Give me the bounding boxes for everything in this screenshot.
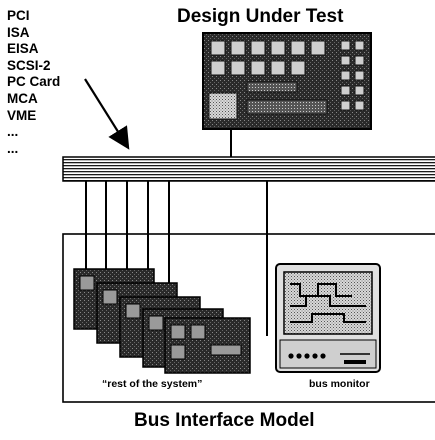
waveform-traces bbox=[290, 283, 366, 323]
rest-of-system-boards bbox=[73, 268, 251, 374]
bus-standard-item: VME bbox=[7, 107, 37, 123]
bus-monitor-caption: bus monitor bbox=[309, 378, 370, 390]
monitor-knobs bbox=[288, 353, 326, 359]
monitor-screen bbox=[283, 271, 373, 335]
bus-monitor bbox=[275, 263, 381, 373]
bus-standard-item: ... bbox=[7, 124, 19, 140]
system-bus bbox=[62, 156, 435, 182]
design-under-test-board bbox=[202, 32, 372, 130]
bus-standard-item: SCSI-2 bbox=[7, 57, 51, 73]
bus-interface-model-box bbox=[62, 233, 435, 403]
bus-interface-model-label: Bus Interface Model bbox=[134, 410, 315, 431]
bus-standard-item: PC Card bbox=[7, 74, 61, 90]
bus-standards-arrow bbox=[84, 78, 130, 150]
system-board bbox=[164, 317, 251, 374]
bus-standard-item: EISA bbox=[7, 41, 39, 57]
rest-of-system-caption: “rest of the system” bbox=[102, 378, 203, 390]
bus-standard-item: ISA bbox=[7, 24, 30, 40]
design-under-test-label: Design Under Test bbox=[177, 6, 344, 27]
bus-standard-item: MCA bbox=[7, 90, 38, 106]
bus-standards-list: PCI ISA EISA SCSI-2 PC Card MCA VME ... … bbox=[7, 8, 60, 157]
bus-standard-item: ... bbox=[7, 140, 19, 156]
bus-standard-item: PCI bbox=[7, 8, 30, 23]
